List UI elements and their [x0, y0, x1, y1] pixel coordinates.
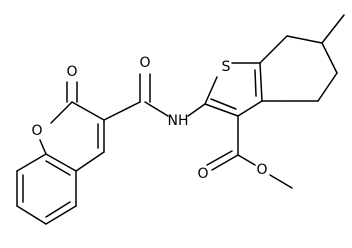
thiophene-sulfur-label: S: [222, 59, 231, 75]
coumarin-carbonyl-oxygen-label: O: [66, 64, 77, 80]
bond: [206, 150, 233, 166]
bond: [237, 100, 263, 117]
bond-layer: [16, 14, 345, 225]
bond: [317, 72, 338, 102]
bond: [259, 62, 263, 102]
coumarin-ring-oxygen-label: O: [31, 123, 42, 139]
bond: [211, 154, 239, 171]
amide-carbonyl-oxygen-label: O: [139, 55, 150, 71]
ester-carbonyl-oxygen-label: O: [197, 166, 208, 182]
bond: [144, 101, 169, 117]
bond: [204, 76, 218, 105]
bond: [45, 201, 71, 218]
amide-nitrogen-label: NH: [168, 113, 189, 129]
bond: [45, 153, 77, 172]
bond: [269, 174, 293, 189]
bond: [259, 35, 288, 64]
bond: [103, 101, 141, 121]
bond: [210, 98, 237, 110]
bond: [237, 154, 256, 166]
bond: [254, 69, 257, 97]
ester-alkoxy-oxygen-label: O: [256, 162, 267, 178]
bond: [286, 35, 323, 44]
bond: [187, 103, 206, 117]
bond: [204, 103, 239, 117]
bond: [45, 160, 71, 176]
bond: [16, 205, 47, 225]
bond: [321, 42, 338, 74]
bond: [75, 151, 105, 172]
atom-label-layer: O O O NH S O O: [31, 55, 267, 182]
bond: [71, 101, 105, 121]
bond: [321, 14, 345, 44]
bond: [16, 153, 47, 172]
bond: [50, 101, 73, 124]
bond: [39, 139, 47, 155]
bond: [45, 205, 77, 225]
